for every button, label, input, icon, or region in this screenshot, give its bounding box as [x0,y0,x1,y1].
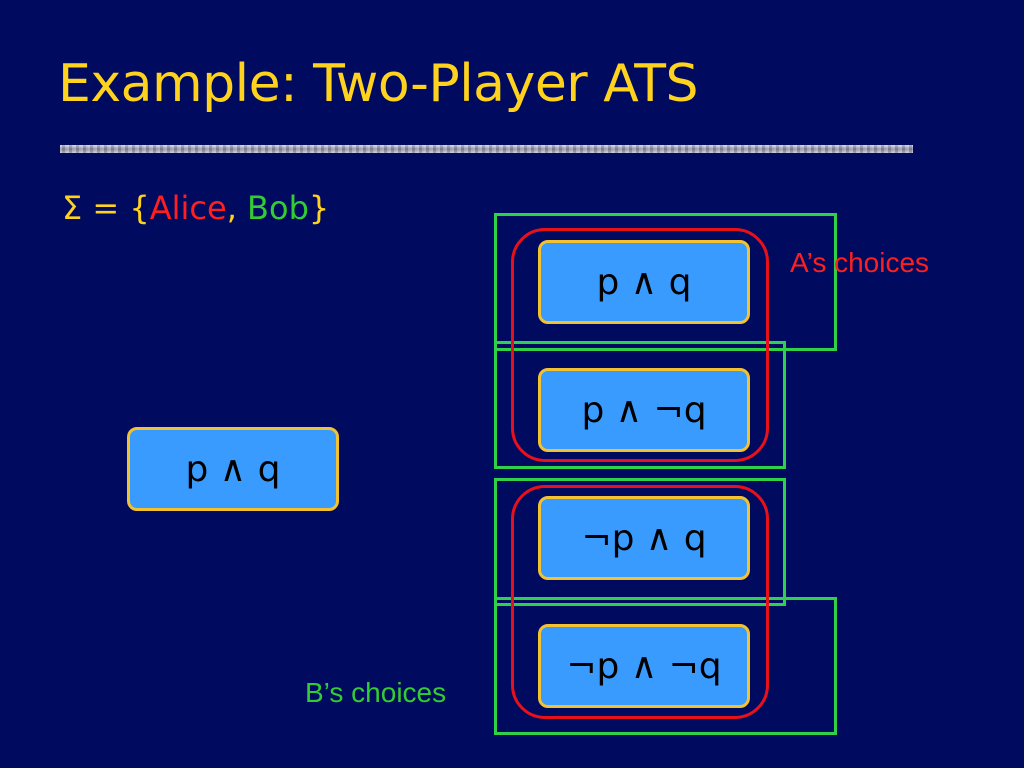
sigma-suffix: } [308,189,330,227]
slide-title: Example: Two-Player ATS [58,54,699,114]
players-separator: , [226,189,248,227]
a-choices-label: A’s choices [790,247,930,278]
b-choice-group-3 [494,478,786,606]
initial-state-node: p ∧ q [127,427,339,511]
a-choice-group-2 [511,485,769,719]
b-choice-group-1 [494,213,837,351]
title-divider [60,145,913,153]
successor-state-node: p ∧ q [538,240,750,324]
players-set: Σ = {Alice, Bob} [62,192,329,224]
b-choice-group-4 [494,597,837,735]
player-bob: Bob [247,189,309,227]
successor-state-node: ¬p ∧ ¬q [538,624,750,708]
successor-state-node: ¬p ∧ q [538,496,750,580]
b-choices-label: B’s choices [305,677,447,708]
a-choice-group-1 [511,228,769,462]
successor-state-node: p ∧ ¬q [538,368,750,452]
sigma-prefix: Σ = { [62,189,150,227]
b-choice-group-2 [494,341,786,469]
player-alice: Alice [149,189,227,227]
